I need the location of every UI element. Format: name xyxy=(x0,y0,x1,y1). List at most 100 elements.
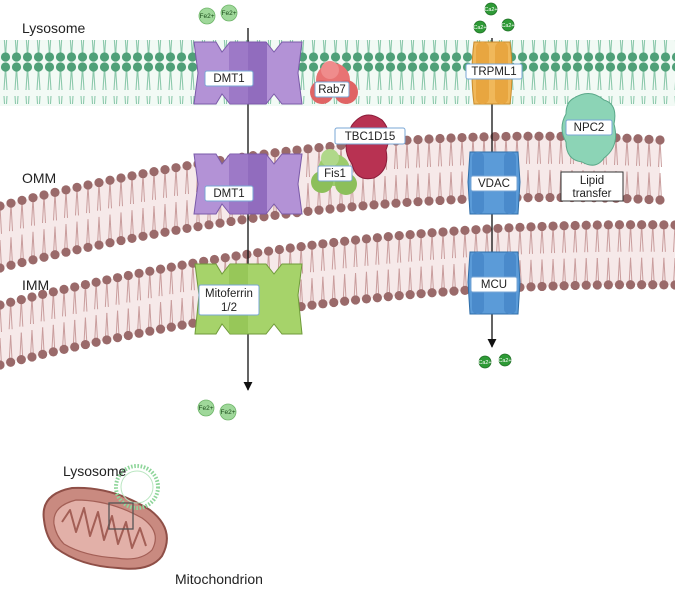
lipid-head xyxy=(248,213,258,223)
lipid-head xyxy=(237,215,247,225)
lipid-head xyxy=(307,240,317,250)
lipid-head xyxy=(644,194,654,205)
vdac-box xyxy=(470,175,518,192)
lipid-tail xyxy=(0,337,2,366)
lipid-head xyxy=(134,268,144,278)
lipid-head xyxy=(446,133,456,143)
lipid-head xyxy=(413,197,423,207)
lipid-tail xyxy=(98,182,101,211)
inset-mitochondrion-label: Mitochondrion xyxy=(175,571,263,587)
lipid-head xyxy=(361,234,372,244)
lipid-head xyxy=(625,220,636,230)
lipid-tail xyxy=(538,136,541,164)
lipid-tail xyxy=(32,197,35,226)
lipid-tail xyxy=(439,138,442,167)
lipid-head xyxy=(633,194,643,204)
lipid-head xyxy=(325,204,335,214)
calcium-ion-label: Ca2+ xyxy=(473,25,486,31)
lipid-tail xyxy=(355,272,358,301)
lipid-tail xyxy=(406,140,409,169)
npc2-label: NPC2 xyxy=(574,122,605,134)
lipid-head xyxy=(253,248,263,258)
lipid-head xyxy=(6,297,16,307)
lipid-tail xyxy=(607,257,611,285)
omm-label: OMM xyxy=(22,170,56,186)
imm-label: IMM xyxy=(22,277,49,293)
iron-ion-label: Fe2+ xyxy=(199,405,214,412)
lipid-head xyxy=(105,175,115,185)
lipid-head xyxy=(512,131,522,141)
mcu-box xyxy=(470,276,518,293)
lipid-head xyxy=(274,244,285,255)
lipid-head xyxy=(61,185,71,195)
lipid-head xyxy=(80,279,91,290)
lipid-head xyxy=(112,333,123,343)
lipid-tail xyxy=(538,169,541,198)
lipid-head xyxy=(446,195,456,205)
lipid-head xyxy=(405,230,415,240)
lipid-tail xyxy=(63,322,67,350)
rab7-label: Rab7 xyxy=(318,84,346,96)
lipid-head xyxy=(391,198,401,208)
lipid-tail xyxy=(453,264,456,292)
lipid-tail xyxy=(52,324,56,352)
lipid-head xyxy=(493,223,503,234)
lipid-tail xyxy=(120,178,123,207)
lipid-tail xyxy=(10,203,13,232)
lipid-head xyxy=(182,161,192,171)
lipid-tail xyxy=(442,264,446,292)
lipid-head xyxy=(424,134,434,144)
mitoferrin-label-line1: Mitoferrin xyxy=(205,288,253,300)
lipid-tail xyxy=(186,165,189,194)
lipid-head xyxy=(0,300,5,310)
lipid-head xyxy=(231,251,241,261)
lipid-tail xyxy=(527,136,530,164)
lipid-head xyxy=(27,292,37,302)
lipid-head xyxy=(383,232,393,242)
lipid-tail xyxy=(344,274,347,302)
lipid-head xyxy=(226,216,236,227)
lipid-transfer-line2: transfer xyxy=(573,188,612,200)
lipid-tail xyxy=(43,194,46,224)
lipid-head xyxy=(490,132,500,142)
lipid-tail xyxy=(181,298,185,326)
lipid-tail xyxy=(127,308,131,336)
lipid-head xyxy=(523,193,533,203)
inset-lysosome-circle xyxy=(114,464,160,510)
lipid-tail xyxy=(439,172,442,201)
lipid-head xyxy=(581,220,591,230)
lipid-head xyxy=(27,352,37,362)
lipid-head xyxy=(105,238,115,248)
lipid-head xyxy=(155,264,166,274)
iron-ion-label: Fe2+ xyxy=(222,10,237,17)
lipid-tail xyxy=(387,269,391,297)
lipid-tail xyxy=(395,175,398,204)
lipid-head xyxy=(545,192,555,203)
lipid-head xyxy=(614,220,625,230)
lipid-tail xyxy=(530,259,533,287)
lipid-head xyxy=(471,225,481,235)
lipid-head xyxy=(501,131,511,142)
vdac-label: VDAC xyxy=(478,178,510,190)
lipid-head xyxy=(336,203,346,213)
inset-illustration xyxy=(42,464,168,570)
lipid-head xyxy=(160,165,170,175)
lipid-tail xyxy=(20,332,24,360)
lipid-tail xyxy=(549,169,552,198)
lipid-head xyxy=(171,225,181,235)
lipid-head xyxy=(116,173,126,183)
mitoferrin-label-line2: 1/2 xyxy=(221,302,237,314)
lipid-head xyxy=(112,273,123,283)
lipid-head xyxy=(166,322,176,332)
lipid-tail xyxy=(395,140,398,169)
lipid-tail xyxy=(420,266,424,294)
lipid-head xyxy=(70,342,80,352)
lipid-tail xyxy=(95,315,99,343)
lipid-head xyxy=(149,167,159,177)
calcium-ion-label: Ca2+ xyxy=(498,358,511,364)
lipid-head xyxy=(123,330,133,341)
lipid-head xyxy=(38,349,48,360)
lipid-head xyxy=(318,239,328,249)
lipid-head xyxy=(537,221,547,232)
lipid-head xyxy=(340,236,350,246)
